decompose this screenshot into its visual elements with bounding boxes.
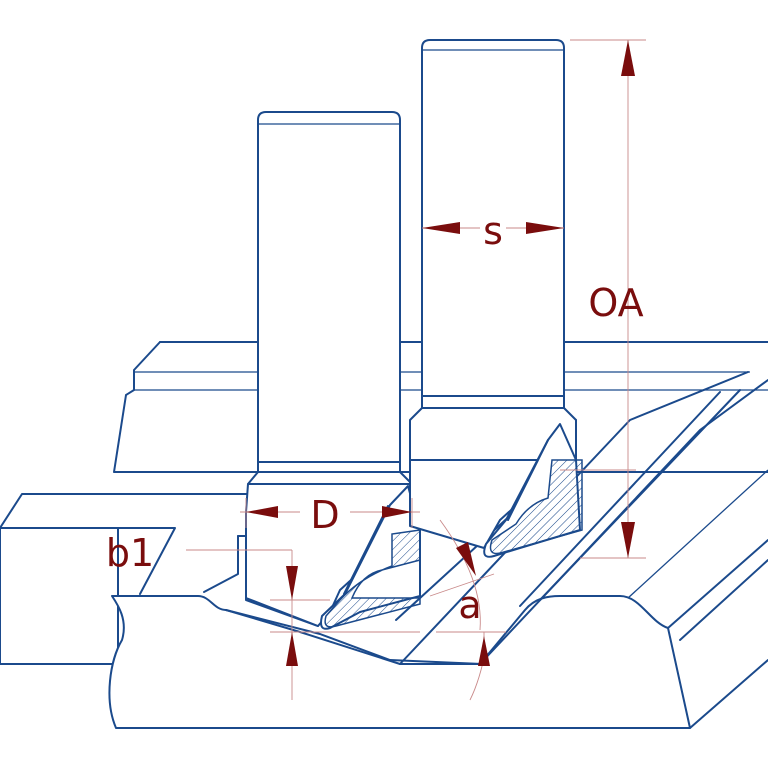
dimension-label-d: D xyxy=(310,493,339,537)
dimension-label-oa: OA xyxy=(588,281,643,325)
b1-arrow-bottom xyxy=(286,632,298,666)
oa-arrow-bottom xyxy=(621,522,635,558)
dimension-label-b1: b1 xyxy=(106,531,154,575)
b1-arrow-top xyxy=(286,566,298,600)
dimension-label-s: s xyxy=(483,209,503,253)
s-arrow-right xyxy=(526,222,564,234)
dimension-label-a: a xyxy=(458,583,481,627)
a-arrow-bottom xyxy=(478,636,490,666)
s-arrow-left xyxy=(422,222,460,234)
d-arrow-left xyxy=(246,506,278,518)
oa-arrow-top xyxy=(621,40,635,76)
dimension-lines xyxy=(186,39,646,701)
right-router-bit xyxy=(409,39,583,558)
left-router-bit xyxy=(245,111,421,630)
a-arrow-top xyxy=(456,542,476,576)
d-arrow-right xyxy=(382,506,412,518)
